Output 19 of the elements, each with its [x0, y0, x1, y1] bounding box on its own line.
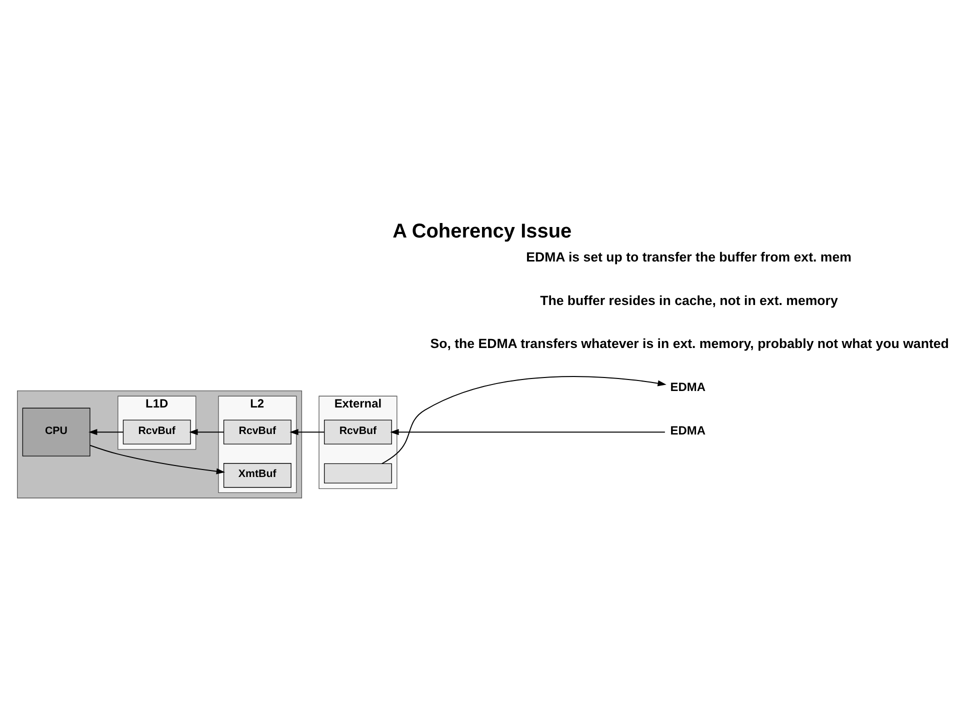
arrow	[290, 429, 325, 436]
diagram-title: A Coherency Issue	[392, 220, 572, 243]
arrow	[90, 444, 226, 474]
node-bar	[324, 463, 392, 484]
node-text: EDMA	[670, 423, 706, 438]
label: So, the EDMA transfers whatever is in ext. memory, probably not what you wanted	[430, 336, 949, 352]
node-box: RcvBuf	[324, 420, 392, 444]
label: The buffer resides in cache, not in ext. memory	[540, 292, 838, 308]
node-text: EDMA	[670, 380, 706, 394]
node-box: XmtBuf	[223, 463, 292, 488]
cluster	[17, 390, 302, 498]
node-box: RcvBuf	[122, 420, 191, 444]
label: EDMA is set up to transfer the buffer from ext. mem	[526, 250, 852, 265]
arrow	[88, 429, 124, 436]
arrow	[381, 376, 666, 464]
arrow	[390, 429, 666, 436]
arrow	[189, 429, 224, 436]
node-box: RcvBuf	[223, 420, 292, 444]
node-box: CPU	[22, 408, 90, 456]
